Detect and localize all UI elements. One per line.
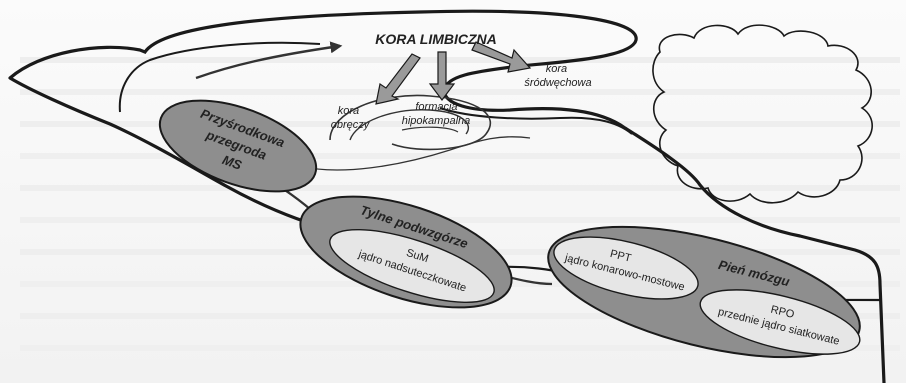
node-tylne-podwzgorze: Tylne podwzgórze SuM jądro nadsuteczkowa… (287, 174, 525, 329)
label-kora-obreczy: kora obręczy (331, 105, 371, 131)
node-pien-mozgu: Pień mózgu PPT jądro konarowo-mostowe RP… (536, 201, 873, 383)
cerebellum-outline (653, 25, 872, 203)
label-kora-srodwechowa: kora śródwęchowa (524, 63, 591, 89)
title-kora-limbiczna: KORA LIMBICZNA (375, 31, 497, 47)
